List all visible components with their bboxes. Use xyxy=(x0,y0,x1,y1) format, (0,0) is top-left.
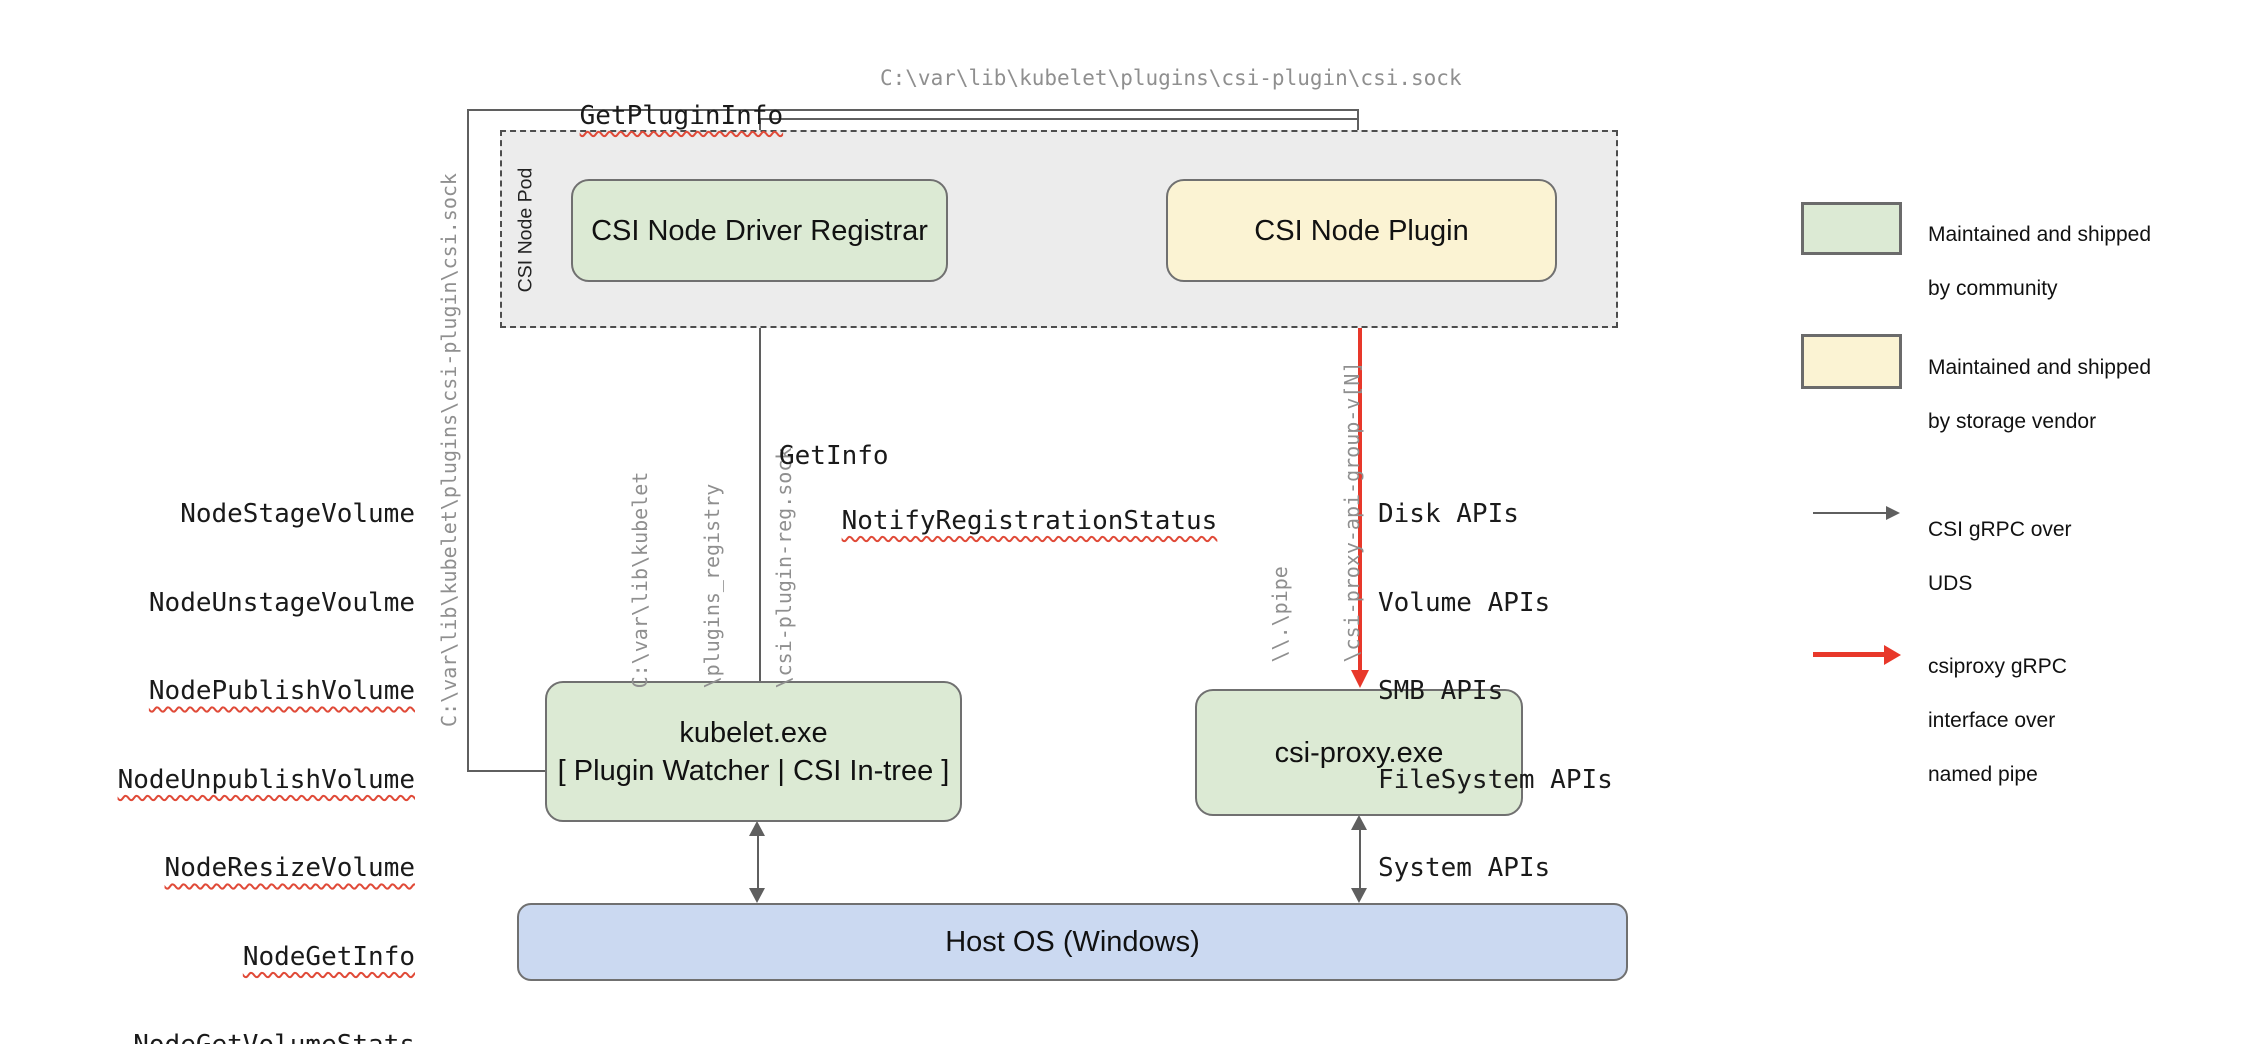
node-rpc-item: NodeGetVolumeStats xyxy=(100,1030,415,1044)
node-rpc-item: NodeUnstageVoulme xyxy=(148,587,415,618)
kubelet-csisock-line-bottom xyxy=(467,770,547,772)
csi-node-driver-registrar-label: CSI Node Driver Registrar xyxy=(591,214,928,247)
legend-vendor-swatch xyxy=(1801,334,1902,389)
api-group-item: FileSystem APIs xyxy=(1378,764,1613,795)
getplugininfo-label: GetPluginInfo xyxy=(579,100,784,131)
host-os-label: Host OS (Windows) xyxy=(945,926,1200,958)
kubelet-registrar-line xyxy=(759,295,761,681)
registrar-getplugininfo-line-top xyxy=(759,118,1359,120)
api-group-item: Volume APIs xyxy=(1378,587,1551,618)
csi-node-driver-registrar-box: CSI Node Driver Registrar xyxy=(571,179,948,282)
node-rpc-list: NodeStageVolume NodeUnstageVoulme NodePu… xyxy=(100,441,415,1044)
api-group-item: System APIs xyxy=(1378,853,1551,883)
kubelet-hostos-arrow-up xyxy=(749,821,765,836)
csi-proxy-box: csi-proxy.exe xyxy=(1195,689,1523,816)
csiproxy-hostos-arrow-down xyxy=(1351,888,1367,903)
host-os-box: Host OS (Windows) xyxy=(517,903,1628,981)
named-pipe-line2: \csi-proxy-api-group-v[N] xyxy=(1340,361,1364,663)
legend-uds-arrowhead xyxy=(1886,506,1900,520)
kubelet-hostos-line xyxy=(757,834,759,891)
legend-uds-text: CSI gRPC over UDS xyxy=(1928,518,2072,595)
kubelet-label-line1: kubelet.exe xyxy=(679,716,828,749)
legend-community-text: Maintained and shipped by community xyxy=(1928,223,2152,300)
node-rpc-item: NodePublishVolume xyxy=(148,676,415,706)
plugin-csiproxy-red-line xyxy=(1358,282,1362,672)
node-rpc-item: NodeUnpublishVolume xyxy=(117,764,415,795)
api-groups-list: Disk APIs Volume APIs SMB APIs FileSyste… xyxy=(1378,441,1613,943)
api-group-item: Disk APIs xyxy=(1378,499,1519,529)
csiproxy-hostos-line xyxy=(1359,829,1361,891)
kubelet-box: kubelet.exe [ Plugin Watcher | CSI In-tr… xyxy=(545,681,962,822)
notify-registration-status-label: NotifyRegistrationStatus xyxy=(841,505,1218,536)
legend-pipe-arrow-line xyxy=(1813,652,1885,657)
named-pipe-line1: \\.\pipe xyxy=(1268,566,1292,663)
node-rpc-item: NodeResizeVolume xyxy=(164,853,415,883)
node-rpc-item: NodeGetInfo xyxy=(242,941,415,972)
csi-node-plugin-box: CSI Node Plugin xyxy=(1166,179,1557,282)
csi-node-plugin-label: CSI Node Plugin xyxy=(1254,214,1469,247)
kubelet-csisock-line-vertical xyxy=(467,110,469,772)
top-csisock-path-label: C:\var\lib\kubelet\plugins\csi-plugin\cs… xyxy=(880,66,1462,90)
kubelet-label-line2: [ Plugin Watcher | CSI In-tree ] xyxy=(557,754,950,787)
node-rpc-item: NodeStageVolume xyxy=(180,499,415,529)
csi-proxy-label: csi-proxy.exe xyxy=(1274,736,1444,769)
getinfo-label: GetInfo xyxy=(779,441,889,471)
plugin-registry-sock-line2: \plugins_registry xyxy=(700,483,724,689)
api-group-item: SMB APIs xyxy=(1378,676,1504,706)
arrowhead-into-csiproxy xyxy=(1351,670,1369,688)
kubelet-hostos-arrow-down xyxy=(749,888,765,903)
legend-vendor-text: Maintained and shipped by storage vendor xyxy=(1928,356,2152,433)
left-csisock-path-label: C:\var\lib\kubelet\plugins\csi-plugin\cs… xyxy=(437,173,461,727)
csiproxy-hostos-arrow-up xyxy=(1351,815,1367,830)
legend-uds-arrow-line xyxy=(1813,512,1887,514)
csi-node-pod-label: CSI Node Pod xyxy=(514,167,537,293)
legend-pipe-arrowhead xyxy=(1884,645,1901,665)
plugin-registry-sock-line1: C:\var\lib\kubelet xyxy=(628,471,652,689)
legend-pipe-text: csiproxy gRPC interface over named pipe xyxy=(1928,655,2067,786)
kubelet-csisock-line-top xyxy=(467,109,1359,111)
legend-community-swatch xyxy=(1801,202,1902,255)
